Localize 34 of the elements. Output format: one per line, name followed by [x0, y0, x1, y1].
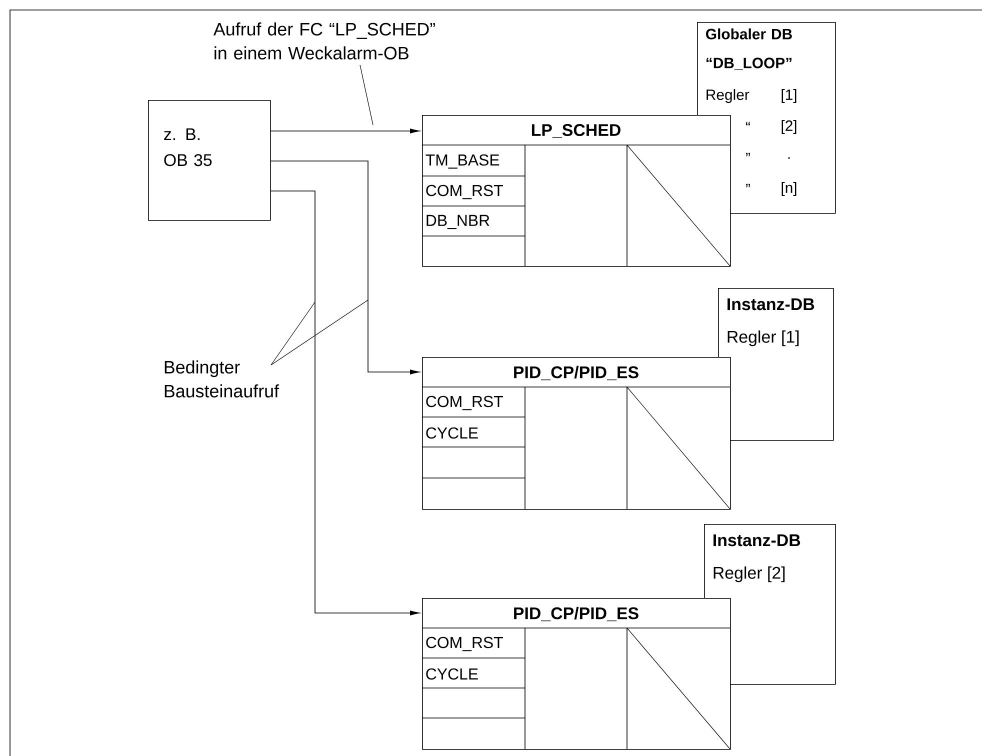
- pin-label: CYCLE: [426, 427, 478, 439]
- box-heading: Instanz-DB: [728, 298, 814, 310]
- table-text: Regler: [706, 89, 750, 103]
- leader-line: [270, 302, 316, 366]
- arrow: [270, 190, 420, 616]
- function-block: [422, 115, 731, 267]
- table-text: ”: [746, 152, 750, 156]
- block-title: PID_CP/PID_ES: [514, 606, 638, 622]
- pin-label: TM_BASE: [426, 154, 500, 169]
- table-text: .: [788, 157, 790, 159]
- leader-line: [360, 64, 374, 126]
- box-heading: Instanz-DB: [714, 534, 800, 546]
- annotation-text: Aufruf der FC “LP_SCHED” in einem Weckalarm-OB: [213, 22, 435, 60]
- pin-label: COM_RST: [426, 184, 503, 200]
- table-text: ”: [746, 184, 750, 188]
- table-text: [n]: [782, 182, 796, 196]
- box-heading: Globaler DB “DB_LOOP”: [706, 28, 792, 70]
- table-text: [1]: [782, 89, 796, 103]
- pin-label: COM_RST: [426, 636, 503, 652]
- annotation-text: Bedingter Bausteinaufruf: [164, 360, 280, 398]
- pin-label: DB_NBR: [426, 214, 490, 230]
- block-box: z. B. OB 35: [148, 100, 271, 221]
- leader-line: [270, 300, 368, 366]
- table-text: “: [746, 122, 750, 126]
- pin-label: CYCLE: [426, 668, 478, 680]
- data-block-box: [718, 288, 834, 441]
- box-text: Regler [2]: [714, 566, 785, 582]
- block-title: LP_SCHED: [532, 124, 620, 138]
- block-title: PID_CP/PID_ES: [514, 366, 638, 380]
- box-text: Regler [1]: [728, 330, 799, 346]
- table-text: [2]: [782, 120, 796, 134]
- pin-label: COM_RST: [426, 396, 503, 410]
- arrow: [270, 160, 420, 374]
- arrow: [270, 128, 420, 134]
